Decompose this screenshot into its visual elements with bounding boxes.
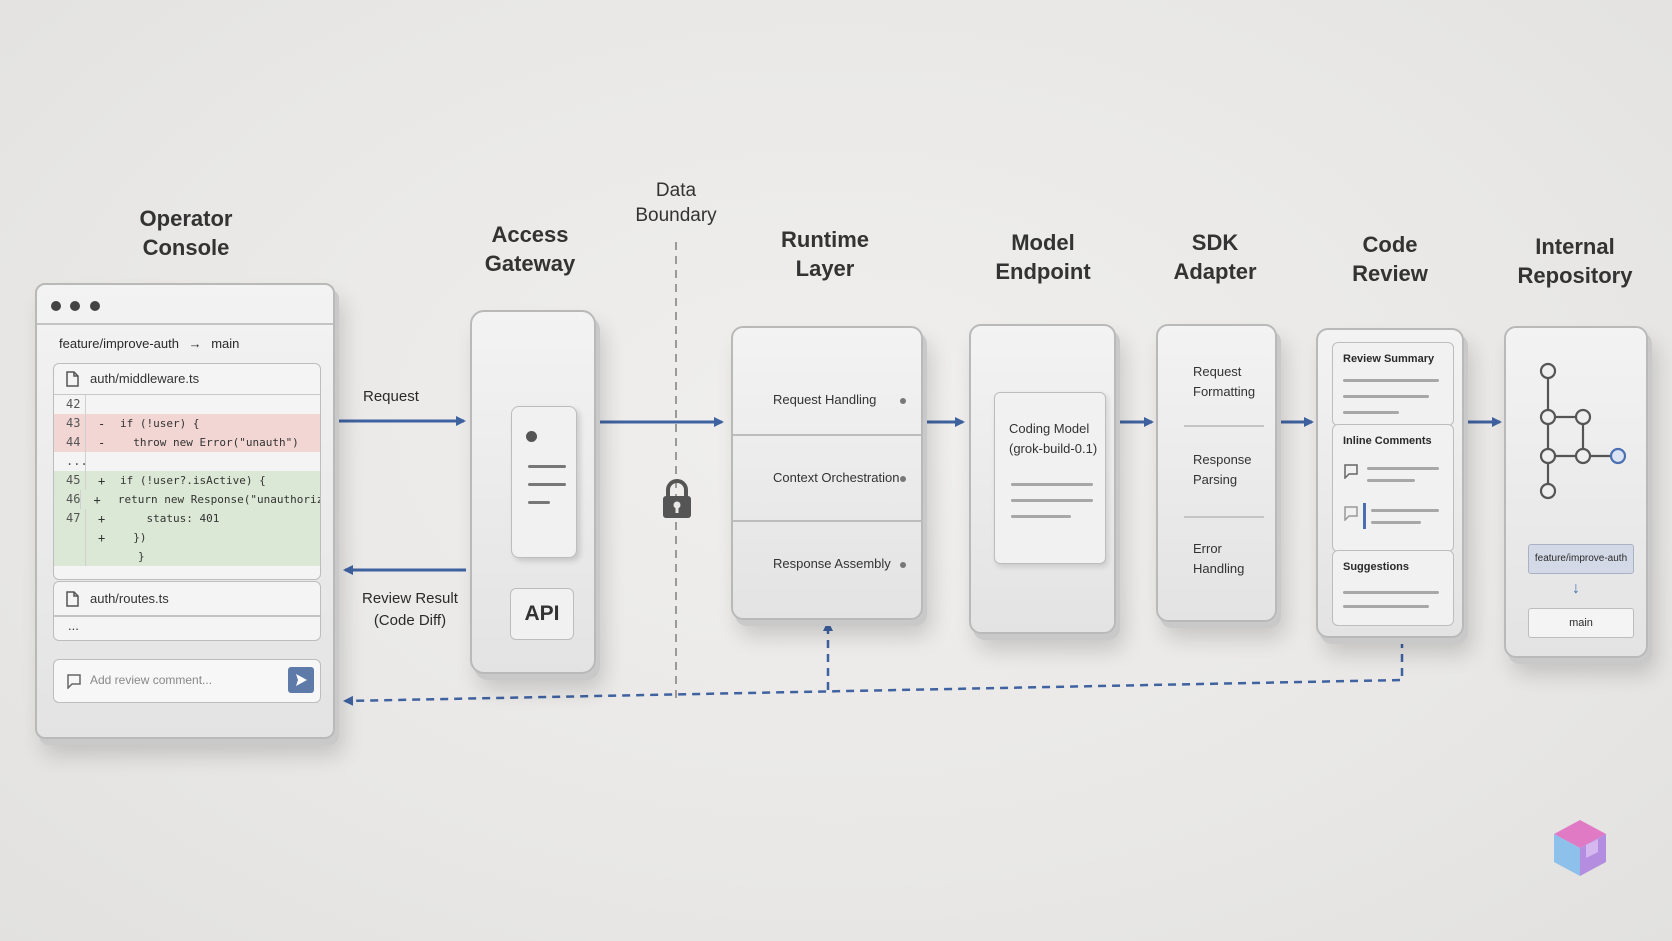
diff-line[interactable]: }	[54, 547, 320, 566]
runtime-section-context-orchestration[interactable]: Context Orchestration	[733, 436, 921, 522]
model-endpoint-box: Coding Model (grok-build-0.1)	[969, 324, 1116, 634]
send-icon	[296, 674, 307, 686]
code-text: }	[138, 550, 145, 563]
line-number: 44	[54, 433, 86, 452]
line-number	[54, 547, 86, 566]
file-name-routes: auth/routes.ts	[90, 591, 169, 606]
branch-arrow-icon: →	[188, 336, 202, 351]
more-files-ellipsis: ...	[68, 618, 79, 633]
branch-chip-feature[interactable]: feature/improve-auth	[1528, 544, 1634, 574]
model-version: (grok-build-0.1)	[1009, 441, 1098, 456]
diff-line[interactable]: 47 + status: 401	[54, 509, 320, 528]
branch-chip-main[interactable]: main	[1528, 608, 1634, 638]
diff-line[interactable]: 45 + if (!user?.isActive) {	[54, 471, 320, 490]
diff-sign: +	[98, 473, 106, 488]
access-gateway-box: API	[470, 310, 596, 674]
diff-sign: +	[98, 511, 106, 526]
branch-to[interactable]: main	[211, 336, 240, 351]
file-header-middleware[interactable]: auth/middleware.ts	[54, 364, 320, 395]
code-text: throw new Error("unauth")	[120, 436, 299, 449]
window-dot-3[interactable]	[89, 301, 100, 311]
model-name: Coding Model	[1009, 421, 1090, 436]
line-number: 43	[54, 414, 86, 433]
code-text: if (!user) {	[120, 417, 200, 430]
send-button[interactable]	[288, 667, 314, 693]
code-text: status: 401	[120, 512, 220, 525]
request-label: Request	[363, 388, 419, 405]
review-summary-panel[interactable]: Review Summary	[1332, 342, 1454, 426]
code-text: })	[120, 531, 147, 544]
diff-sign: -	[98, 416, 106, 431]
line-number: 42	[54, 395, 86, 414]
runtime-section-request-handling[interactable]: Request Handling	[733, 328, 921, 436]
branch-breadcrumb: feature/improve-auth → main	[59, 336, 239, 351]
line-number: 46	[54, 490, 82, 509]
suggestions-panel[interactable]: Suggestions	[1332, 550, 1454, 626]
comment-icon	[66, 673, 82, 694]
diff-sign: +	[93, 492, 101, 507]
runtime-layer-box: Request Handling Context Orchestration R…	[731, 326, 923, 620]
diff-sign: -	[98, 435, 106, 450]
diff-line[interactable]: 43- if (!user) {	[54, 414, 320, 433]
status-led	[526, 431, 537, 442]
diff-line[interactable]: ...	[54, 452, 320, 471]
diff-line[interactable]: 44- throw new Error("unauth")	[54, 433, 320, 452]
code-text: return new Response("unauthorized", {	[117, 493, 320, 506]
window-controls	[51, 298, 100, 316]
comment-icon	[1343, 505, 1359, 526]
code-review-box: Review Summary Inline Comments Suggestio…	[1316, 328, 1464, 638]
api-badge[interactable]: API	[510, 588, 574, 640]
branch-from[interactable]: feature/improve-auth	[59, 336, 179, 351]
runtime-section-response-assembly[interactable]: Response Assembly	[733, 522, 921, 616]
server-module	[511, 406, 577, 558]
diff-sign: +	[98, 530, 106, 545]
comment-icon	[1343, 463, 1359, 484]
coding-model-panel[interactable]: Coding Model (grok-build-0.1)	[994, 392, 1106, 564]
line-number: ...	[54, 452, 88, 471]
line-number: 47	[54, 509, 86, 528]
file-panel-routes[interactable]: auth/routes.ts ...	[53, 581, 321, 641]
code-text: if (!user?.isActive) {	[120, 474, 266, 487]
lock-icon	[660, 478, 694, 525]
internal-repository-box: feature/improve-auth ↓ main	[1504, 326, 1648, 658]
line-number: 45	[54, 471, 86, 490]
file-name-middleware: auth/middleware.ts	[90, 371, 200, 386]
window-dot-1[interactable]	[51, 301, 61, 311]
operator-console-window: feature/improve-auth → main auth/middlew…	[35, 283, 335, 739]
line-number	[54, 528, 86, 547]
review-comment-input[interactable]: Add review comment...	[53, 659, 321, 703]
file-icon	[66, 591, 79, 612]
review-result-label: Review Result (Code Diff)	[362, 590, 458, 629]
window-dot-2[interactable]	[70, 301, 81, 311]
comment-placeholder: Add review comment...	[90, 673, 213, 687]
git-branch-icon	[1539, 362, 1626, 500]
diff-line[interactable]: + })	[54, 528, 320, 547]
merge-arrow-icon: ↓	[1572, 580, 1580, 597]
api-label: API	[524, 602, 560, 625]
diff-line[interactable]: 42	[54, 395, 320, 414]
diff-line[interactable]: 46 + return new Response("unauthorized", …	[54, 490, 320, 509]
logo-cube-icon	[1552, 818, 1608, 883]
file-icon	[66, 371, 79, 392]
inline-comments-panel[interactable]: Inline Comments	[1332, 424, 1454, 552]
